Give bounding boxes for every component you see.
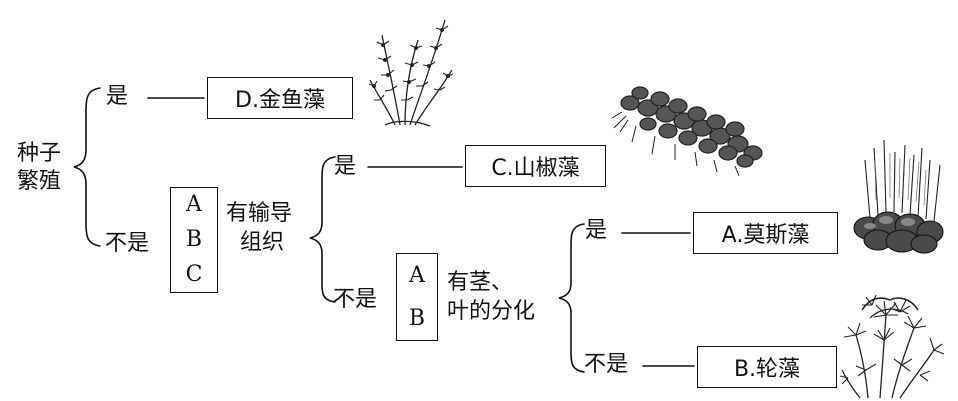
group-abc-item: B: [185, 226, 203, 252]
bracket-seed-reproduction: [73, 87, 101, 247]
result-d-text: D.金鱼藻: [235, 88, 325, 113]
result-box-d: D.金鱼藻: [207, 77, 353, 119]
bracket-vascular: [309, 156, 336, 303]
result-box-a: A.莫斯藻: [693, 212, 838, 254]
result-b-text: B.轮藻: [733, 357, 801, 382]
group-box-ab: A B: [396, 253, 438, 341]
level2-criterion-line2: 组织: [240, 230, 285, 255]
group-ab-item: B: [408, 305, 426, 331]
result-c-text: C.山椒藻: [491, 156, 580, 181]
level3-yes-label: 是: [585, 218, 608, 243]
level2-yes-label: 是: [334, 154, 357, 179]
level1-yes-label: 是: [106, 84, 129, 109]
group-box-abc: A B C: [170, 187, 218, 293]
hornwort-drawing: [368, 19, 454, 127]
group-ab-item: A: [409, 262, 425, 288]
level2-no-label: 不是: [333, 287, 378, 312]
salvinia-drawing: [611, 86, 763, 177]
level2-criterion-line1: 有输导: [226, 201, 293, 226]
result-a-text: A.莫斯藻: [721, 223, 810, 248]
result-box-b: B.轮藻: [697, 346, 837, 388]
moss-drawing: [853, 139, 944, 254]
root-criterion-line2: 繁殖: [17, 169, 62, 194]
bracket-stem-leaf: [558, 223, 585, 373]
result-box-c: C.山椒藻: [465, 145, 606, 187]
level3-criterion-line2: 叶的分化: [447, 299, 536, 324]
root-criterion-line1: 种子: [17, 141, 62, 166]
chara-drawing: [839, 294, 945, 399]
level3-criterion-line1: 有茎、: [447, 270, 514, 295]
group-abc-item: C: [185, 261, 203, 287]
level3-no-label: 不是: [584, 352, 629, 377]
level1-no-label: 不是: [105, 231, 150, 256]
group-abc-item: A: [186, 192, 202, 218]
